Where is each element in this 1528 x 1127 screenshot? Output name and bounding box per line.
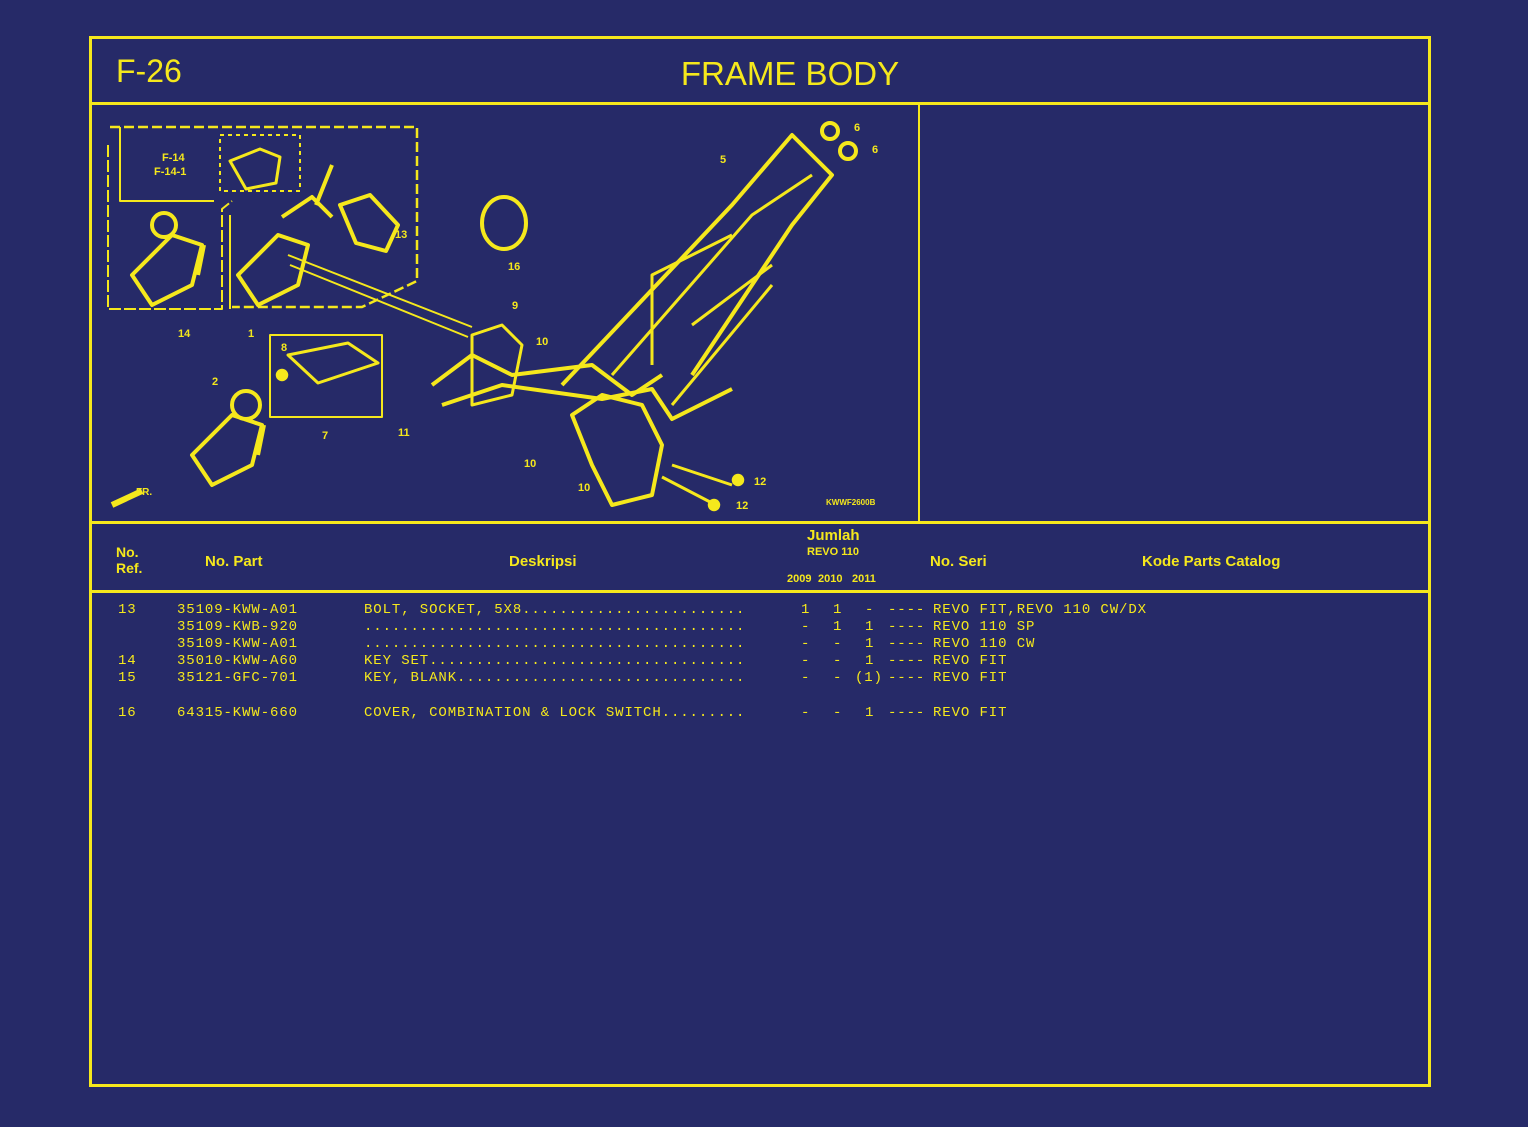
desc-cell: ........................................…: [364, 619, 746, 635]
ref-cell: 15: [118, 670, 137, 686]
desc-cell: KEY SET.................................…: [364, 653, 746, 669]
serial-cell: REVO FIT: [933, 670, 1008, 686]
inset-box: [110, 125, 419, 309]
ref-label: 6: [872, 144, 878, 156]
ref-label: 10: [524, 458, 536, 470]
col-header-catalog: Kode Parts Catalog: [1142, 553, 1281, 570]
ref-label: 13: [395, 229, 407, 241]
quantity-cell: -: [833, 636, 843, 652]
sep-cell: ----: [888, 705, 926, 721]
col-header-year: 2009: [787, 573, 812, 585]
col-header-serial: No. Seri: [930, 553, 987, 570]
page-code: F-26: [116, 53, 182, 89]
ref-label: 10: [578, 482, 590, 494]
sep-cell: ----: [888, 653, 926, 669]
quantity-cell: 1: [833, 619, 843, 635]
serial-cell: REVO 110 CW: [933, 636, 1036, 652]
quantity-cell: 1: [865, 653, 875, 669]
col-header-part: No. Part: [205, 553, 263, 570]
sep-cell: ----: [888, 636, 926, 652]
ref-label: 2: [212, 376, 218, 388]
quantity-cell: (1): [855, 670, 883, 686]
col-header-model: REVO 110: [807, 546, 859, 558]
col-header-year: 2010: [818, 573, 843, 585]
ref-label: 10: [536, 336, 548, 348]
serial-cell: REVO FIT: [933, 705, 1008, 721]
quantity-cell: 1: [833, 602, 843, 618]
part-cell: 64315-KWW-660: [177, 705, 298, 721]
ref-label: 12: [736, 500, 748, 512]
ref-cell: 16: [118, 705, 137, 721]
quantity-cell: -: [865, 602, 875, 618]
part-cell: 35121-GFC-701: [177, 670, 298, 686]
ref-label: 11: [398, 427, 410, 439]
ref-label: 6: [854, 122, 860, 134]
divider: [918, 105, 920, 521]
ref-label: 7: [322, 430, 328, 442]
part-cell: 35109-KWW-A01: [177, 636, 298, 652]
quantity-cell: 1: [865, 636, 875, 652]
ref-label: 8: [281, 342, 287, 354]
quantity-cell: -: [801, 670, 811, 686]
quantity-cell: 1: [801, 602, 811, 618]
part-cell: 35109-KWW-A01: [177, 602, 298, 618]
ref-label: 16: [508, 261, 520, 273]
page-title: FRAME BODY: [680, 55, 900, 92]
ref-cell: 13: [118, 602, 137, 618]
sep-cell: ----: [888, 670, 926, 686]
serial-cell: REVO FIT,REVO 110 CW/DX: [933, 602, 1147, 618]
col-header-ref: No.Ref.: [116, 544, 143, 576]
col-header-qty: Jumlah: [807, 527, 860, 544]
ref-label: 1: [248, 328, 254, 340]
part-cell: 35010-KWW-A60: [177, 653, 298, 669]
front-direction-label: FR.: [136, 487, 152, 498]
quantity-cell: -: [801, 705, 811, 721]
sep-cell: ----: [888, 602, 926, 618]
divider: [92, 590, 1428, 593]
parts-catalog-page: F-26 FRAME BODY: [89, 36, 1431, 1087]
quantity-cell: 1: [865, 619, 875, 635]
drawing-code: KWWF2600B: [826, 498, 876, 507]
ref-label: 9: [512, 300, 518, 312]
sep-cell: ----: [888, 619, 926, 635]
col-header-desc: Deskripsi: [509, 553, 577, 570]
ref-label: 14: [178, 328, 191, 340]
divider: [92, 521, 1428, 524]
serial-cell: REVO 110 SP: [933, 619, 1036, 635]
ref-label: 5: [720, 154, 726, 166]
exploded-parts-diagram: F-14 F-14-1 13 16 14 1 9 10 8 2 7 11 10 …: [107, 121, 878, 512]
desc-cell: ........................................…: [364, 636, 746, 652]
quantity-cell: -: [801, 653, 811, 669]
ref-label: F-14: [162, 152, 186, 164]
col-header-year: 2011: [852, 573, 876, 585]
desc-cell: BOLT, SOCKET, 5X8.......................…: [364, 602, 746, 618]
desc-cell: KEY, BLANK..............................…: [364, 670, 746, 686]
ref-label: 12: [754, 476, 766, 488]
part-cell: 35109-KWB-920: [177, 619, 298, 635]
ref-label: F-14-1: [154, 166, 186, 178]
quantity-cell: -: [833, 653, 843, 669]
quantity-cell: -: [801, 619, 811, 635]
quantity-cell: -: [833, 670, 843, 686]
desc-cell: COVER, COMBINATION & LOCK SWITCH........…: [364, 705, 746, 721]
serial-cell: REVO FIT: [933, 653, 1008, 669]
quantity-cell: 1: [865, 705, 875, 721]
quantity-cell: -: [801, 636, 811, 652]
quantity-cell: -: [833, 705, 843, 721]
divider: [92, 102, 1428, 105]
ref-cell: 14: [118, 653, 137, 669]
